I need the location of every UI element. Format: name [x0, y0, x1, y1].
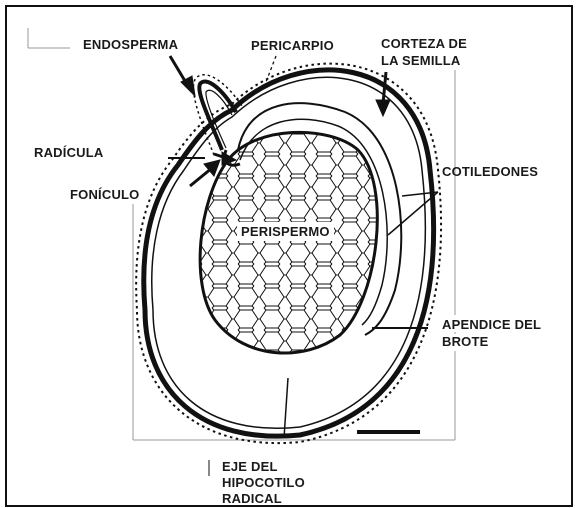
label-eje-line1: EJE DEL [222, 459, 278, 474]
label-apendice-line1: APENDICE DEL [438, 315, 545, 332]
label-cotiledones: COTILEDONES [442, 164, 538, 179]
label-corteza-line1: CORTEZA DE [381, 36, 467, 51]
label-perispermo: PERISPERMO [237, 222, 334, 241]
label-pericarpio: PERICARPIO [251, 38, 334, 53]
label-corteza-line2: LA SEMILLA [381, 53, 461, 68]
label-radicula: RADÍCULA [34, 145, 103, 160]
label-eje-line3: RADICAL [222, 491, 282, 506]
label-apendice-line2: BROTE [438, 334, 493, 351]
label-foniculo: FONÍCULO [66, 185, 143, 204]
label-eje-line2: HIPOCOTILO [222, 475, 305, 490]
label-endosperma: ENDOSPERMA [83, 37, 178, 52]
